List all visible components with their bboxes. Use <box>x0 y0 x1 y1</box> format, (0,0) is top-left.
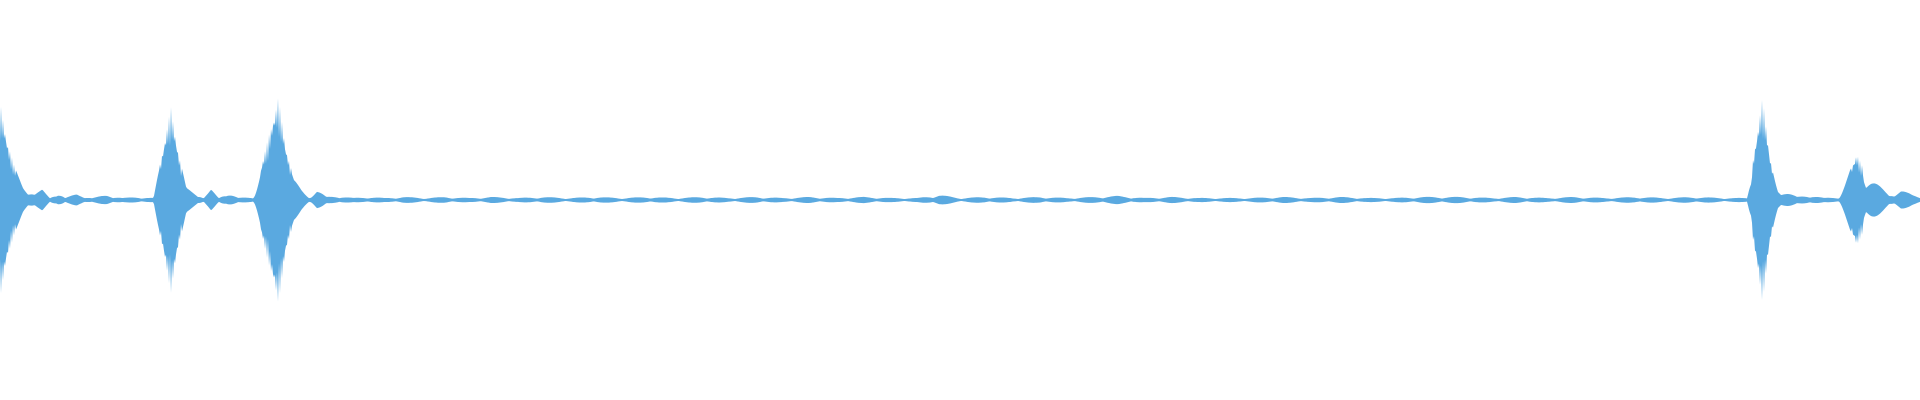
waveform-svg <box>0 98 1920 302</box>
